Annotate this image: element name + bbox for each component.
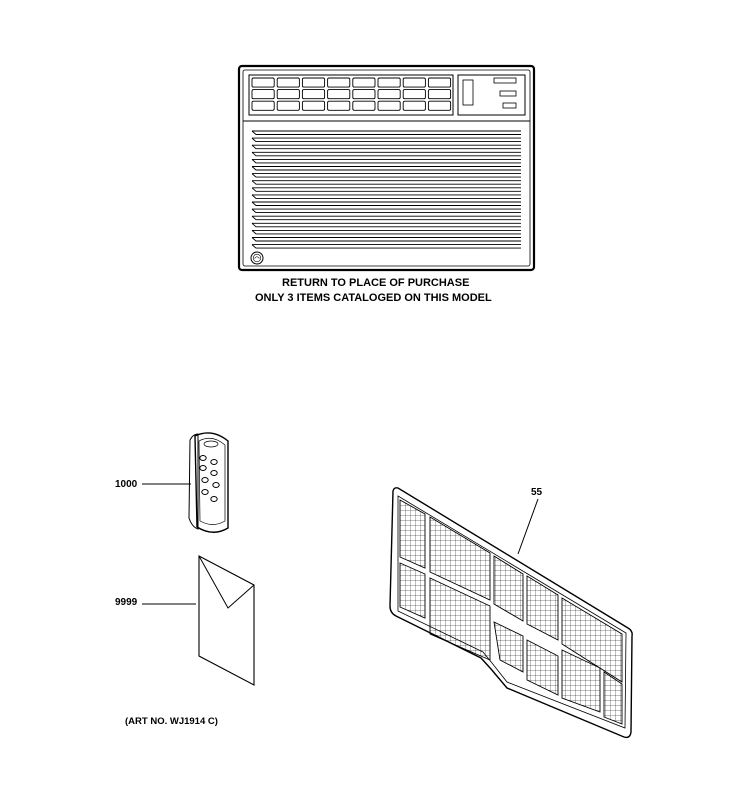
- vent-cell: [352, 77, 376, 88]
- vent-cell: [276, 89, 300, 100]
- vent-cell: [251, 100, 275, 111]
- louver-slat: [251, 244, 521, 249]
- louver-slat: [251, 201, 521, 206]
- louver-slat: [251, 137, 521, 143]
- callout-filter: 55: [531, 487, 543, 498]
- vent-cell: [377, 77, 401, 88]
- vent-cell: [352, 89, 376, 100]
- remote-control-icon: [188, 432, 229, 533]
- louver-slat: [251, 237, 521, 242]
- art-number: (ART NO. WJ1914 C): [125, 716, 218, 727]
- manual-envelope-icon: [198, 555, 255, 686]
- catalog-note: ONLY 3 ITEMS CATALOGED ON THIS MODEL: [255, 292, 492, 304]
- vent-cell: [427, 77, 452, 88]
- air-filter-icon: [389, 487, 633, 739]
- vent-cell: [377, 89, 401, 100]
- vent-cell: [327, 100, 351, 111]
- top-vent-grid: [251, 77, 452, 111]
- vent-cell: [427, 89, 452, 100]
- vent-cell: [251, 77, 275, 88]
- vent-cell: [402, 89, 426, 100]
- vent-cell: [276, 77, 300, 88]
- vent-cell: [276, 100, 300, 111]
- control-button: [502, 102, 517, 109]
- vent-cell: [402, 77, 426, 88]
- louver-slat: [251, 229, 521, 235]
- louver-slat: [251, 222, 521, 228]
- louver-slat: [251, 180, 521, 185]
- louver-slat: [251, 166, 521, 171]
- louver-slat: [251, 187, 521, 192]
- vent-cell: [427, 100, 452, 111]
- louver-slat: [251, 215, 521, 221]
- vent-cell: [377, 100, 401, 111]
- control-display: [462, 79, 474, 106]
- louver-slat: [251, 158, 521, 164]
- callout-manual: 9999: [115, 597, 138, 608]
- louver-slat: [251, 130, 521, 135]
- louver-slat: [251, 144, 521, 150]
- vent-cell: [327, 77, 351, 88]
- control-button: [493, 77, 517, 84]
- vent-cell: [301, 77, 326, 88]
- louver-slat: [251, 194, 521, 199]
- vent-cell: [402, 100, 426, 111]
- vent-cell: [301, 89, 326, 100]
- callout-remote: 1000: [115, 479, 138, 490]
- vent-cell: [327, 89, 351, 100]
- louver-slat: [251, 151, 521, 157]
- vent-cell: [352, 100, 376, 111]
- vent-cell: [251, 89, 275, 100]
- ge-logo-icon: [250, 251, 264, 265]
- control-panel: [457, 74, 526, 116]
- control-button: [499, 90, 517, 97]
- vent-cell: [301, 100, 326, 111]
- air-conditioner-unit: [237, 64, 536, 272]
- return-note: RETURN TO PLACE OF PURCHASE: [282, 277, 470, 289]
- louver-slat: [251, 173, 521, 178]
- leader-line-55: [517, 498, 539, 555]
- louver-slat: [251, 208, 521, 214]
- front-louvers: [251, 130, 521, 249]
